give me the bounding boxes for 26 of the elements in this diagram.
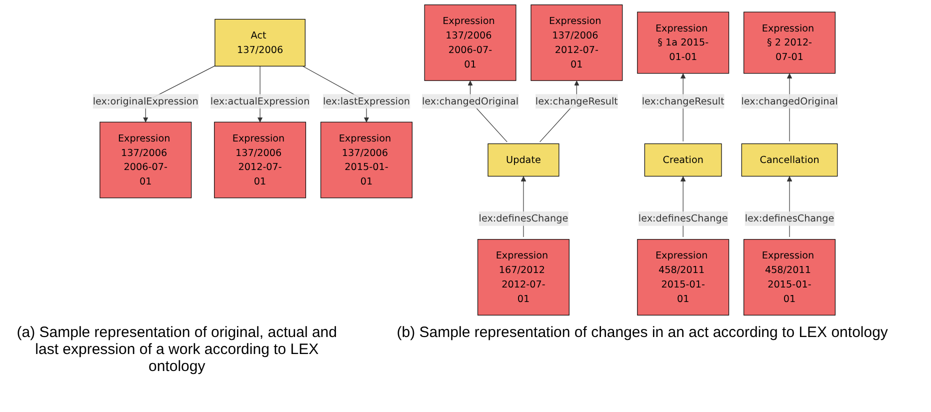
node-box: Creation (644, 143, 722, 177)
edge-label: lex:actualExpression (210, 95, 310, 107)
edge-label: lex:changeResult (642, 95, 725, 107)
edge-label: lex:definesChange (745, 212, 834, 224)
node-box: Expression 137/2006 2006-07-01 (424, 4, 516, 81)
node-box: Expression 137/2006 2006-07-01 (100, 122, 192, 198)
node-box: Act 137/2006 (214, 18, 306, 66)
figure-caption: (b) Sample representation of changes in an act according to LEX ontology (396, 323, 889, 343)
figure-caption: (a) Sample representation of original, actual and last expression of a work according to LEX ontology (16, 323, 338, 377)
edge-label: lex:changeResult (536, 95, 618, 107)
edge-label: lex:lastExpression (323, 95, 410, 107)
node-box: Expression 458/2011 2015-01-01 (637, 239, 730, 316)
node-box: Cancellation (742, 143, 838, 177)
node-box: Expression 137/2006 2015-01-01 (320, 122, 413, 198)
edge-label: lex:originalExpression (93, 95, 199, 107)
edge-label: lex:changedOriginal (741, 95, 838, 107)
node-box: Update (488, 143, 560, 177)
node-box: Expression 137/2006 2012-07-01 (214, 122, 306, 198)
edge-label: lex:changedOriginal (422, 95, 519, 107)
node-box: Expression § 2 2012-07-01 (744, 12, 836, 74)
node-box: Expression 167/2012 2012-07-01 (478, 239, 570, 316)
edge-label: lex:definesChange (478, 212, 568, 224)
node-box: Expression 458/2011 2015-01-01 (744, 239, 836, 316)
edge-label: lex:definesChange (638, 212, 728, 224)
node-box: Expression 137/2006 2012-07-01 (530, 4, 623, 81)
node-box: Expression § 1a 2015-01-01 (637, 12, 730, 74)
